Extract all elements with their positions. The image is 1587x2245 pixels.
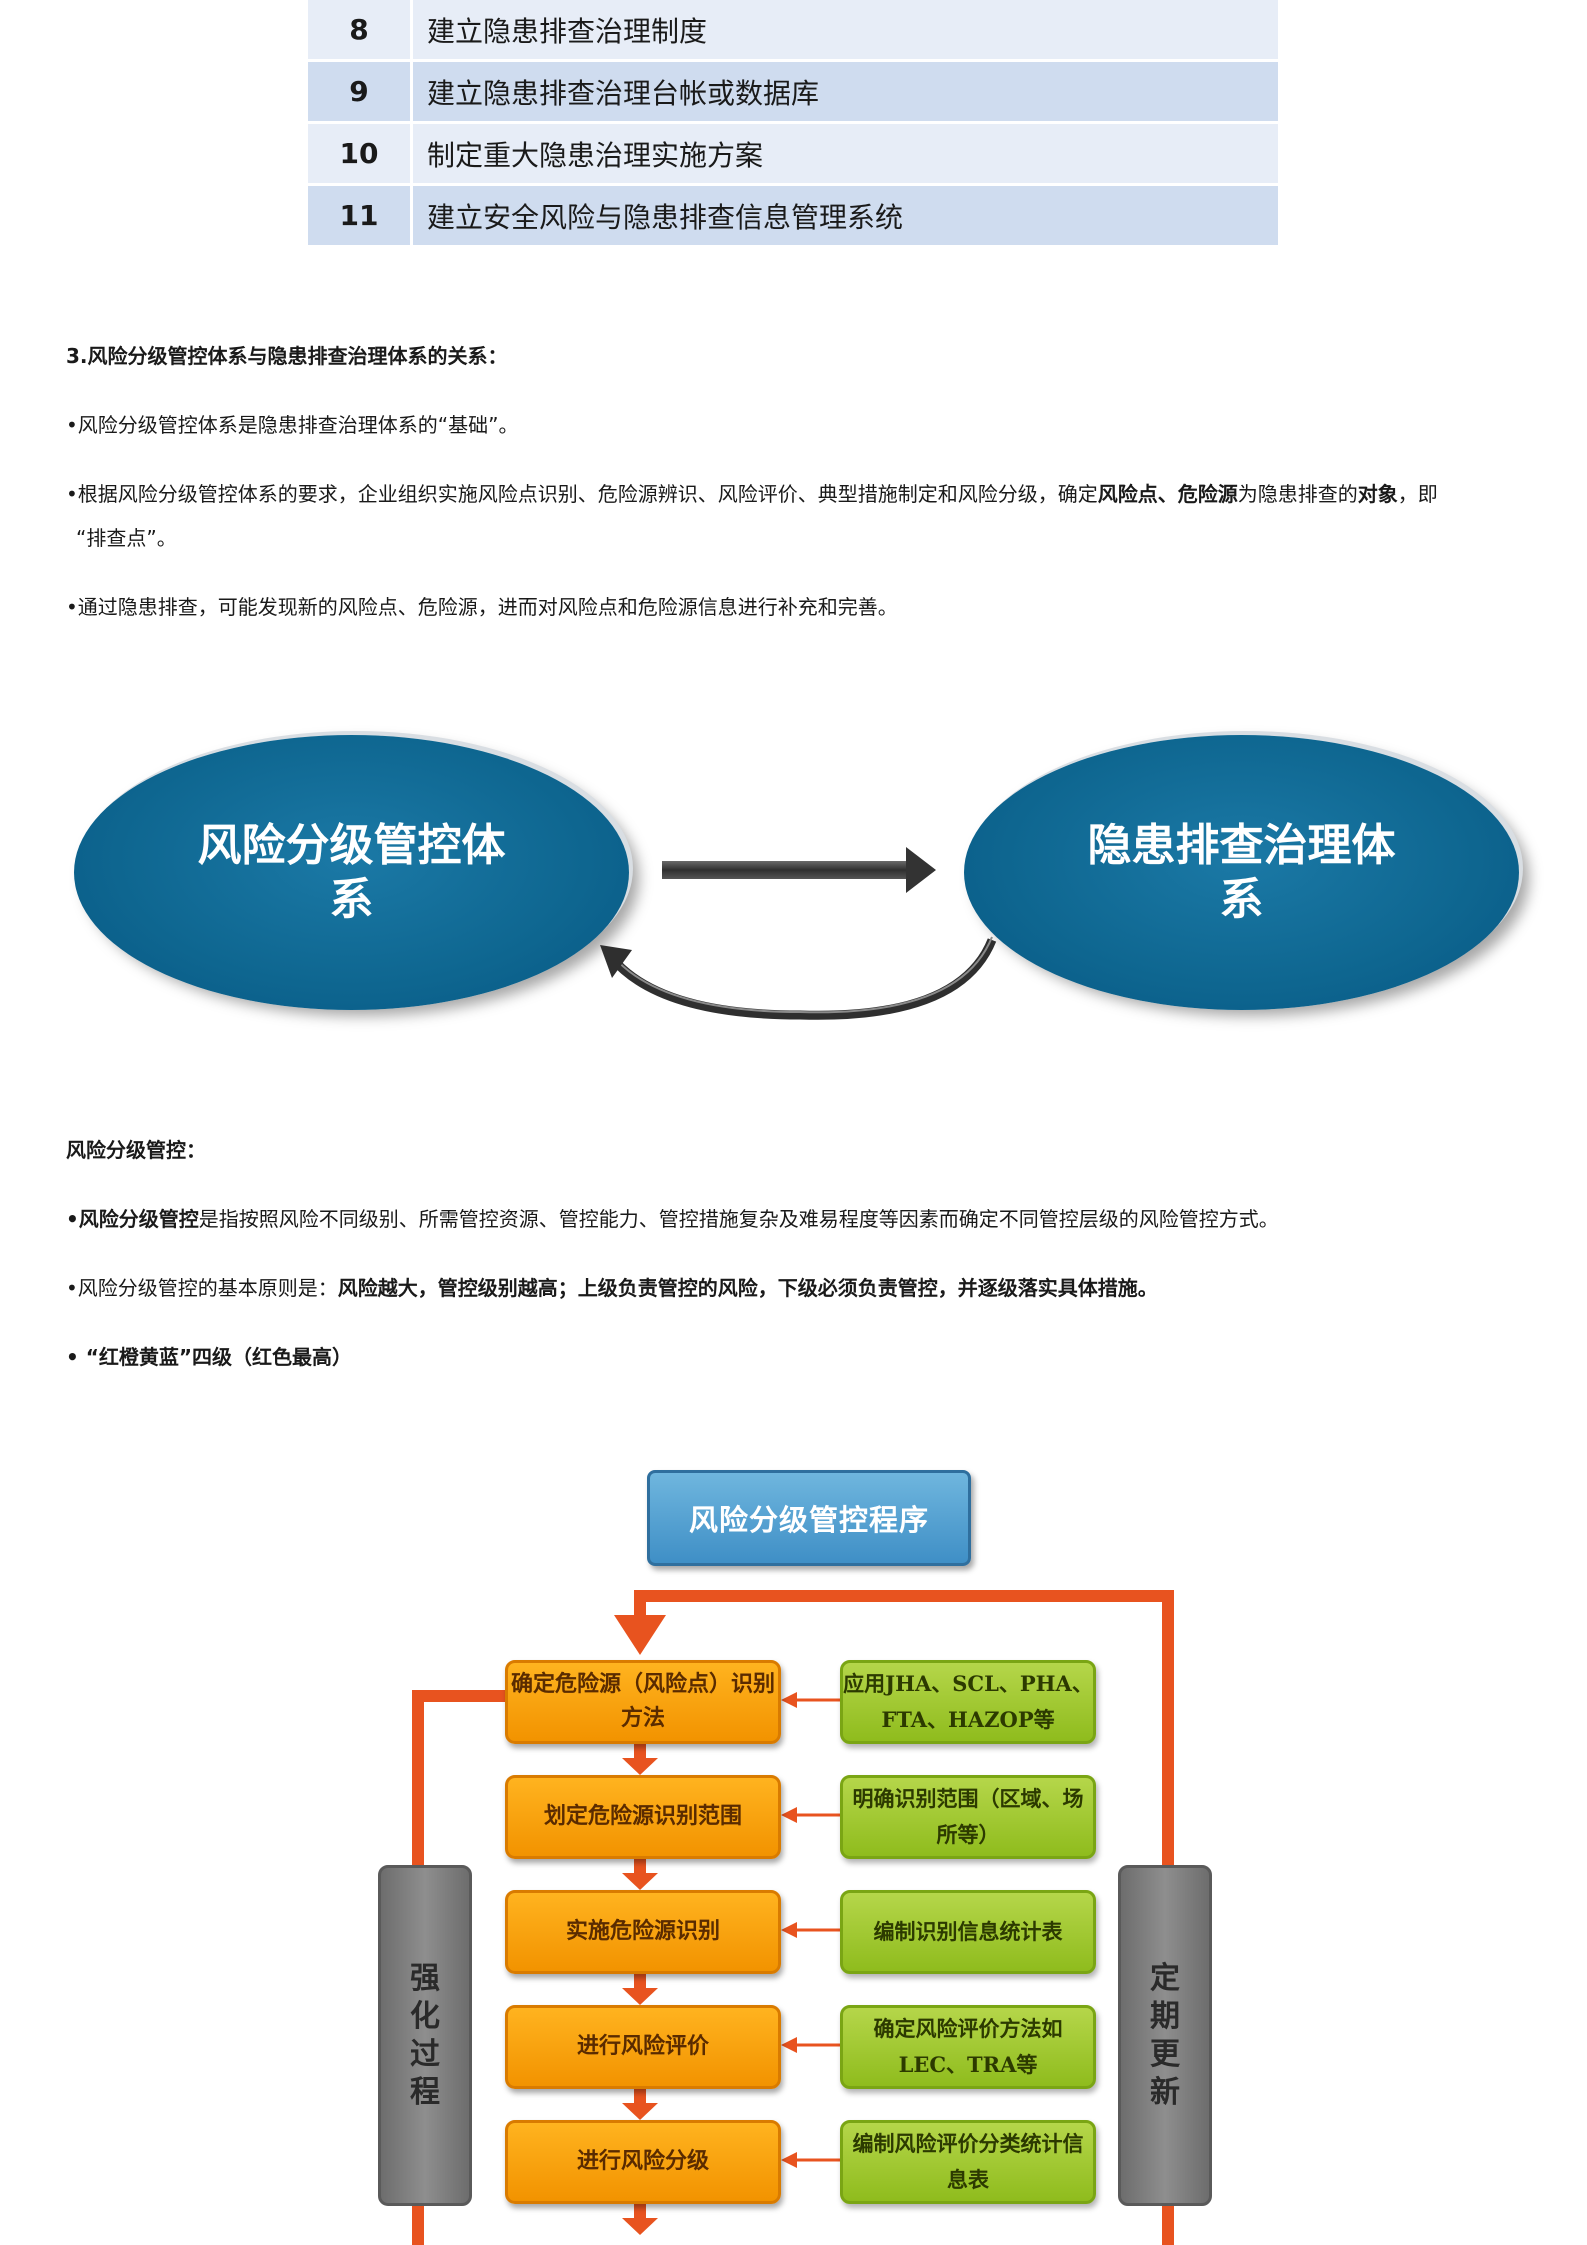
flow-step-5: 进行风险分级 [505, 2120, 781, 2204]
down-arrow-icon [622, 1970, 658, 2005]
section3-bullet3: •通过隐患排查，可能发现新的风险点、危险源，进而对风险点和危险源信息进行补充和完… [66, 595, 898, 619]
table-row: 10 制定重大隐患治理实施方案 [308, 122, 1278, 186]
row-text: 建立安全风险与隐患排查信息管理系统 [411, 184, 1278, 248]
strengthen-process-bar: 强化过程 [378, 1865, 472, 2206]
loop-top-horizontal [634, 1590, 1174, 1602]
down-arrow-icon [622, 2085, 658, 2120]
table-row: 8 建立隐患排查治理制度 [308, 0, 1278, 62]
row-number: 8 [308, 0, 413, 62]
control-heading: 风险分级管控： [66, 1138, 206, 1162]
flow-note-4: 确定风险评价方法如LEC、TRA等 [840, 2005, 1096, 2089]
flow-step-3: 实施危险源识别 [505, 1890, 781, 1974]
flow-step-2: 划定危险源识别范围 [505, 1775, 781, 1859]
row-number: 11 [308, 184, 413, 248]
section3-bullet1: •风险分级管控体系是隐患排查治理体系的“基础”。 [66, 413, 519, 437]
row-text: 建立隐患排查治理台帐或数据库 [411, 60, 1278, 124]
control-bullet3: • “红橙黄蓝”四级（红色最高） [66, 1345, 353, 1369]
side-label: 强化过程 [410, 1960, 440, 2110]
row-text: 建立隐患排查治理制度 [411, 0, 1278, 62]
risk-control-system-ellipse: 风险分级管控体系 [74, 735, 629, 1010]
loop-entry-arrow-icon [614, 1615, 666, 1655]
left-arrow-icon [781, 2152, 840, 2168]
bullet2-text-a: •根据风险分级管控体系的要求，企业组织实施风险点识别、危险源辨识、风险评价、典型… [66, 482, 1098, 506]
left-arrow-icon [781, 1692, 840, 1708]
flow-note-3: 编制识别信息统计表 [840, 1890, 1096, 1974]
bullet2-text-c: 为隐患排查的 [1237, 482, 1358, 506]
section3-bullet2-line2: “排查点”。 [76, 526, 177, 550]
ellipse-label: 隐患排查治理体系 [1087, 819, 1396, 925]
section3-bullet2: •根据风险分级管控体系的要求，企业组织实施风险点识别、危险源辨识、风险评价、典型… [66, 472, 1526, 516]
control-bullet1: •风险分级管控是指按照风险不同级别、所需管控资源、管控能力、管控措施复杂及难易程… [66, 1197, 1279, 1241]
left-arrow-icon [781, 2037, 840, 2053]
curved-return-arrow-icon [600, 936, 997, 1020]
control-bullet1-rest: 是指按照风险不同级别、所需管控资源、管控能力、管控措施复杂及难易程度等因素而确定… [198, 1207, 1279, 1231]
flow-note-2: 明确识别范围（区域、场所等） [840, 1775, 1096, 1859]
control-bullet2-bold: 风险越大，管控级别越高；上级负责管控的风险，下级必须负责管控，并逐级落实具体措施… [337, 1276, 1158, 1300]
table-row: 9 建立隐患排查治理台帐或数据库 [308, 60, 1278, 124]
row-number: 10 [308, 122, 413, 186]
diagram-arrows [600, 847, 997, 1020]
down-arrow-icon [622, 1855, 658, 1890]
periodic-update-bar: 定期更新 [1118, 1865, 1212, 2206]
left-arrow-icon [781, 1807, 840, 1823]
down-arrow-icon [622, 2200, 658, 2235]
control-bullet1-bold: •风险分级管控 [66, 1207, 199, 1231]
loop-left-horizontal [412, 1690, 507, 1702]
flow-note-1: 应用JHA、SCL、PHA、FTA、HAZOP等 [840, 1660, 1096, 1744]
left-arrow-icon [781, 1922, 840, 1938]
row-text: 制定重大隐患治理实施方案 [411, 122, 1278, 186]
ellipse-label: 风险分级管控体系 [197, 819, 506, 925]
flow-step-4: 进行风险评价 [505, 2005, 781, 2089]
right-arrow-icon [662, 847, 936, 893]
flowchart-title: 风险分级管控程序 [647, 1470, 971, 1566]
row-number: 9 [308, 60, 413, 124]
control-bullet2: •风险分级管控的基本原则是：风险越大，管控级别越高；上级负责管控的风险，下级必须… [66, 1266, 1158, 1310]
section3-heading: 3.风险分级管控体系与隐患排查治理体系的关系： [66, 344, 508, 368]
down-arrow-icon [622, 1740, 658, 1775]
hazard-investigation-system-ellipse: 隐患排查治理体系 [964, 735, 1519, 1010]
side-label: 定期更新 [1150, 1960, 1180, 2110]
bullet2-bold-d: 对象 [1357, 482, 1398, 506]
bullet2-text-e: ，即 [1397, 482, 1438, 506]
flow-step-1: 确定危险源（风险点）识别方法 [505, 1660, 781, 1744]
flow-note-5: 编制风险评价分类统计信息表 [840, 2120, 1096, 2204]
table-row: 11 建立安全风险与隐患排查信息管理系统 [308, 184, 1278, 248]
bullet2-bold-a: 风险点、危险源 [1097, 482, 1238, 506]
control-bullet2-text: •风险分级管控的基本原则是： [66, 1276, 338, 1300]
requirements-table: 8 建立隐患排查治理制度 9 建立隐患排查治理台帐或数据库 10 制定重大隐患治… [308, 0, 1278, 248]
